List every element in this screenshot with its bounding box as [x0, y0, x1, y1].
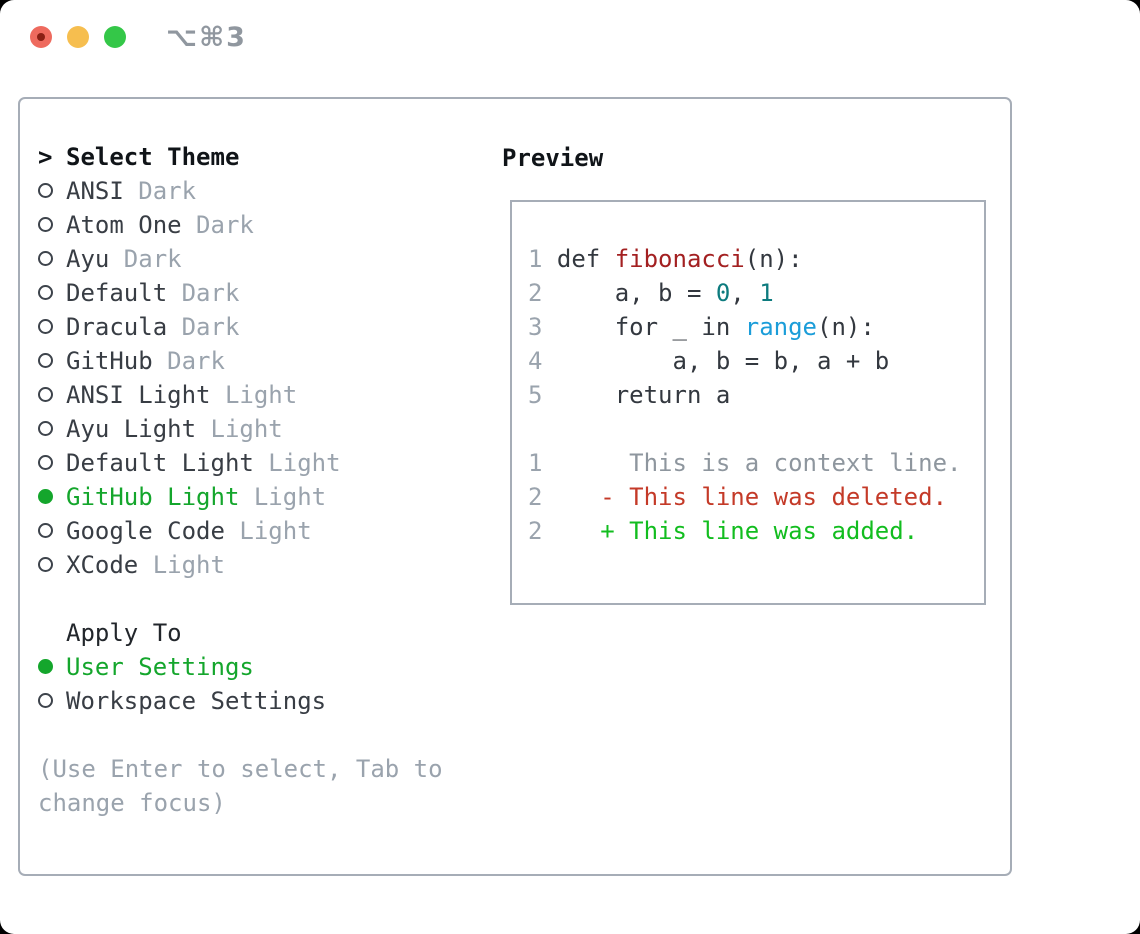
line-number: 1: [528, 449, 543, 477]
preview-heading: Preview: [502, 144, 604, 172]
theme-variant-label: Dark: [167, 313, 240, 341]
theme-option[interactable]: Dracula Dark: [38, 310, 478, 344]
theme-variant-label: Light: [224, 517, 312, 545]
option-label: XCode: [66, 551, 139, 579]
apply-to-heading: Apply To: [66, 619, 182, 647]
option-label: Google Code: [66, 517, 225, 545]
code-line: 1 This is a context line.: [528, 446, 984, 480]
titlebar: ⌥⌘3: [0, 0, 1140, 74]
option-label: ANSI: [66, 177, 124, 205]
theme-variant-label: Dark: [152, 347, 225, 375]
code-line: 2 - This line was deleted.: [528, 480, 984, 514]
window-title: ⌥⌘3: [166, 22, 247, 53]
select-theme-heading: Select Theme: [66, 143, 240, 171]
unsaved-dot-icon: [37, 33, 45, 41]
code-line: 2 a, b = 0, 1: [528, 276, 984, 310]
token-code: ,: [730, 279, 760, 307]
code-line: 5 return a: [528, 378, 984, 412]
spacer: [38, 718, 478, 752]
theme-option[interactable]: Default Light Light: [38, 446, 478, 480]
token-context: This is a context line.: [542, 449, 962, 477]
option-label: User Settings: [66, 653, 254, 681]
theme-option[interactable]: XCode Light: [38, 548, 478, 582]
line-number: 2: [528, 483, 543, 511]
theme-variant-label: Light: [210, 381, 298, 409]
code-line: 4 a, b = b, a + b: [528, 344, 984, 378]
option-label: GitHub: [66, 347, 153, 375]
option-label: Ayu: [66, 245, 110, 273]
apply-to-option[interactable]: User Settings: [38, 650, 478, 684]
theme-option[interactable]: Atom One Dark: [38, 208, 478, 242]
code-line: 2 + This line was added.: [528, 514, 984, 548]
theme-variant-label: Light: [196, 415, 283, 443]
line-number: 5: [528, 381, 543, 409]
zoom-button[interactable]: [104, 26, 126, 48]
option-label: Dracula: [66, 313, 168, 341]
theme-option[interactable]: ANSI Light Light: [38, 378, 478, 412]
option-label: GitHub Light: [66, 483, 240, 511]
code-line: 3 for _ in range(n):: [528, 310, 984, 344]
line-number: 2: [528, 279, 543, 307]
theme-option[interactable]: Google Code Light: [38, 514, 478, 548]
token-code: (n):: [744, 245, 803, 273]
theme-variant-label: Light: [239, 483, 327, 511]
token-added: + This line was added.: [542, 517, 919, 545]
minimize-button[interactable]: [67, 26, 89, 48]
code-line: 1 def fibonacci(n):: [528, 242, 984, 276]
line-number: 3: [528, 313, 543, 341]
theme-variant-label: Dark: [167, 279, 240, 307]
token-code: (n):: [817, 313, 875, 341]
token-code: a, b = b, a + b: [542, 347, 890, 375]
token-code: def: [542, 245, 615, 273]
option-label: Default Light: [66, 449, 254, 477]
theme-option[interactable]: Ayu Dark: [38, 242, 478, 276]
select-theme-heading-row: > Select Theme: [38, 140, 478, 174]
apply-to-heading-row: Apply To: [38, 616, 478, 650]
theme-variant-label: Light: [138, 551, 225, 579]
token-code: for _ in: [542, 313, 745, 341]
option-label: Atom One: [66, 211, 182, 239]
hint-line-2: change focus): [38, 789, 226, 817]
option-label: Default: [66, 279, 168, 307]
theme-option[interactable]: GitHub Dark: [38, 344, 478, 378]
token-number: 0: [715, 279, 731, 307]
theme-variant-label: Dark: [123, 177, 197, 205]
theme-variant-label: Dark: [181, 211, 254, 239]
code-line: [528, 412, 984, 446]
option-label: ANSI Light: [66, 381, 211, 409]
line-number: 4: [528, 347, 543, 375]
theme-variant-label: Dark: [109, 245, 182, 273]
close-button[interactable]: [30, 26, 52, 48]
token-function: fibonacci: [614, 245, 745, 273]
line-number: 1: [528, 245, 543, 273]
option-label: Workspace Settings: [66, 687, 327, 715]
token-code: a, b =: [542, 279, 716, 307]
spacer: [38, 582, 478, 616]
focus-chevron-icon: >: [38, 143, 53, 171]
token-deleted: - This line was deleted.: [542, 483, 948, 511]
theme-option[interactable]: GitHub Light Light: [38, 480, 478, 514]
theme-option[interactable]: Ayu Light Light: [38, 412, 478, 446]
option-label: Ayu Light: [66, 415, 197, 443]
token-builtin: range: [744, 313, 817, 341]
theme-option[interactable]: Default Dark: [38, 276, 478, 310]
token-code: return a: [542, 381, 731, 409]
line-number: 2: [528, 517, 543, 545]
theme-variant-label: Light: [253, 449, 341, 477]
apply-to-option[interactable]: Workspace Settings: [38, 684, 478, 718]
token-number: 1: [759, 279, 774, 307]
theme-option[interactable]: ANSI Dark: [38, 174, 478, 208]
hint-line-1: (Use Enter to select, Tab to: [38, 755, 443, 783]
